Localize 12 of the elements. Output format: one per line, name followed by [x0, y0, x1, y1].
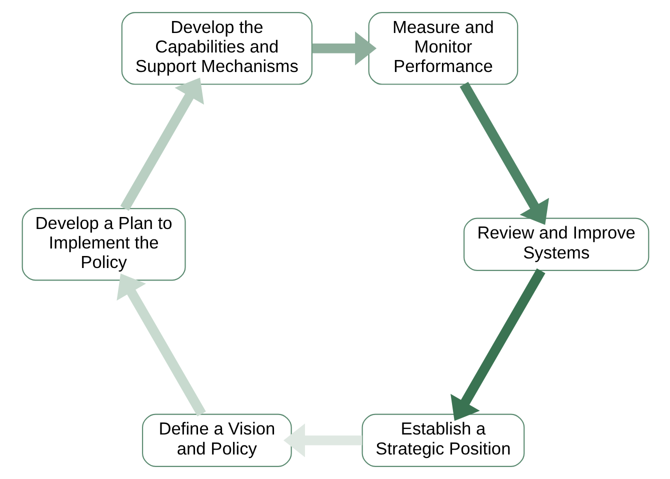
arrow: [120, 78, 204, 211]
arrow: [312, 32, 376, 66]
node-box: Develop the Capabilities and Support Mechanisms: [120, 12, 312, 85]
node-box: Measure and Monitor Performance: [368, 12, 518, 85]
node-box: Establish a Strategic Position: [361, 414, 524, 467]
arrow: [116, 274, 206, 416]
arrow: [450, 268, 545, 421]
node-box: Review and Improve Systems: [463, 218, 649, 271]
arrow: [283, 423, 362, 458]
node-box: Define a Vision and Policy: [142, 414, 292, 467]
arrow: [459, 82, 549, 225]
node-box: Develop a Plan to Implement the Policy: [21, 208, 186, 281]
